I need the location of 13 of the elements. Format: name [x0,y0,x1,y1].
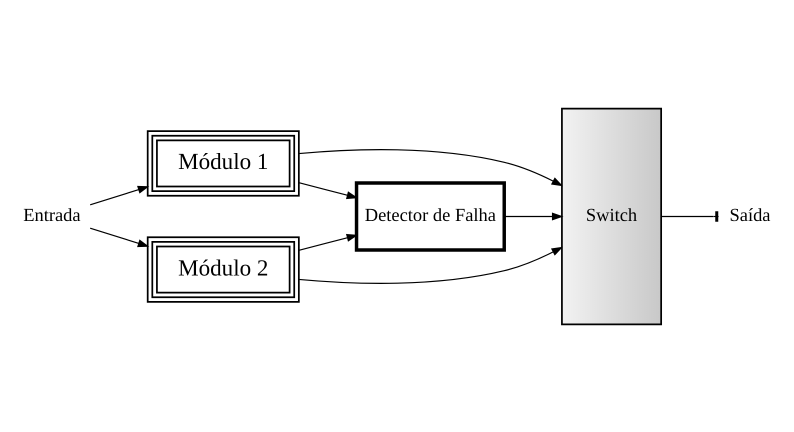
arrow [90,185,149,205]
arrow [298,246,563,284]
arrow [298,148,563,186]
arrow [298,233,358,250]
node-text: Saída [729,204,770,224]
node-box: Módulo 1 [146,130,300,196]
arrow [298,182,358,199]
node-box: Módulo 2 [146,236,300,302]
node-box: Switch [560,107,662,325]
arrow [90,227,149,247]
node-box: Detector de Falha [354,180,506,252]
node-text: Entrada [22,204,80,224]
arrow [504,212,563,220]
